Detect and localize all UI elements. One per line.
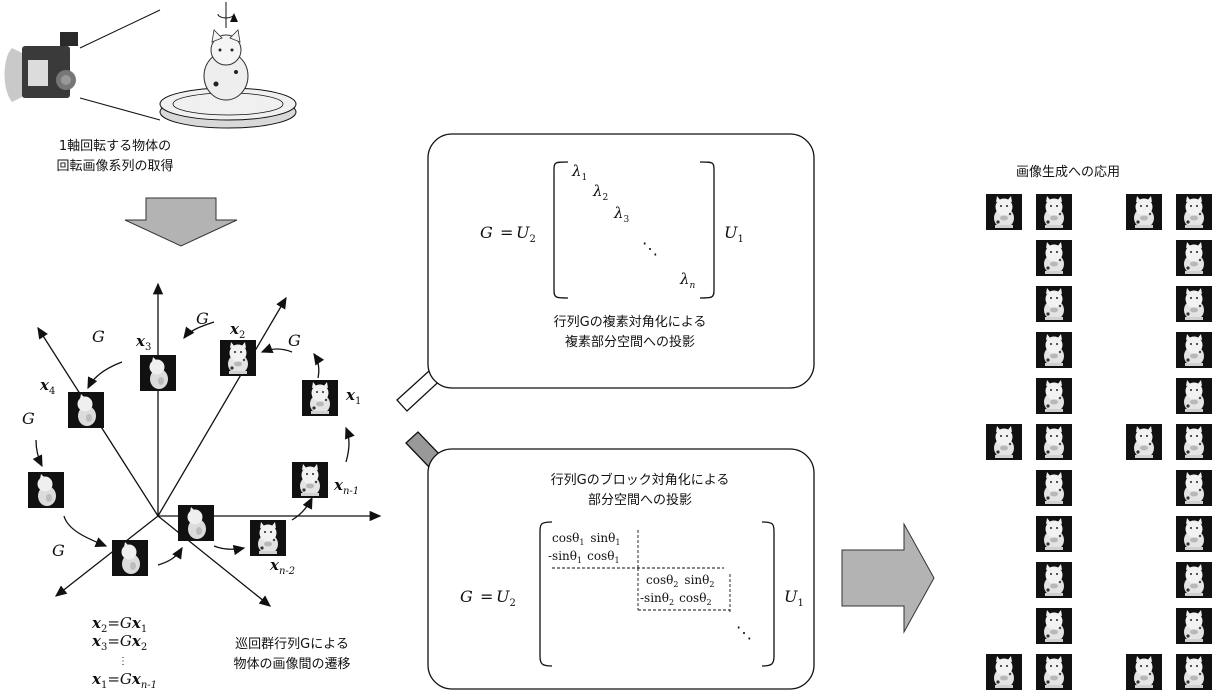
axes [37,282,382,607]
image-center [178,505,214,541]
svg-text:x3=Gx2: x3=Gx2 [91,632,147,653]
image-x1 [302,380,338,416]
box-block-diagonalization [427,448,815,690]
caption-acquisition-2: 回転画像系列の取得 [56,158,173,174]
caption-transition-1: 巡回群行列Gによる [235,637,349,652]
svg-text:λ2: λ2 [592,182,608,203]
image-xn2 [250,520,286,556]
label-x3: x3 [135,332,151,353]
label-xn1: xn-1 [333,476,359,497]
down-arrow [124,197,238,247]
image-x2 [220,340,256,376]
svg-text:=: = [500,223,513,242]
box-complex-diagonalization [427,133,815,389]
image-left [28,472,64,508]
image-x4 [68,392,104,428]
svg-text:U2: U2 [496,587,516,609]
box1-caption-1: 行列Gの複素対角化による [554,314,707,330]
camera-icon [4,32,78,102]
generated-image-grid [986,194,1212,690]
application-title: 画像生成への応用 [1016,165,1120,180]
label-x2: x2 [229,320,245,341]
label-G-1: G [92,327,105,346]
caption-transition-2: 物体の画像間の遷移 [233,657,350,672]
caption-acquisition-1: 1軸回転する物体の [59,139,171,154]
svg-text:⋱: ⋱ [642,239,658,258]
svg-text:⋱: ⋱ [736,623,752,642]
svg-text:G: G [460,587,473,606]
box2-caption-2: 部分空間への投影 [588,492,692,508]
svg-text:U1: U1 [724,223,744,245]
svg-text:λn: λn [679,270,696,291]
label-xn2: xn-2 [269,556,295,577]
image-xn1 [292,462,328,498]
box1-caption-2: 複素部分空間への投影 [565,334,695,350]
label-x1: x1 [345,386,361,407]
svg-text:x2=Gx1: x2=Gx1 [91,614,147,635]
label-G-4: G [22,409,35,428]
svg-text:λ3: λ3 [613,204,630,225]
turntable-icon [159,2,297,129]
svg-text:=: = [480,587,493,606]
label-G-2: G [196,309,209,328]
equations: x2=Gx1 x3=Gx2 ⋮ x1=Gxn-1 [91,614,157,691]
equation-complex-diag: G = U2 λ1 λ2 λ3 ⋱ λn U1 [480,161,744,299]
right-arrow [841,522,935,634]
svg-text:x1=Gxn-1: x1=Gxn-1 [91,670,157,691]
label-G-5: G [52,541,65,560]
label-G-3: G [288,331,301,350]
svg-text:G: G [480,223,493,242]
svg-text:U1: U1 [784,587,804,609]
svg-text:⋮: ⋮ [118,656,128,667]
label-x4: x4 [39,376,55,397]
image-bottom-left [112,540,148,576]
box2-caption-1: 行列Gのブロック対角化による [551,472,730,488]
svg-text:λ1: λ1 [571,162,587,183]
image-x3 [140,355,176,391]
svg-text:U2: U2 [516,223,536,245]
